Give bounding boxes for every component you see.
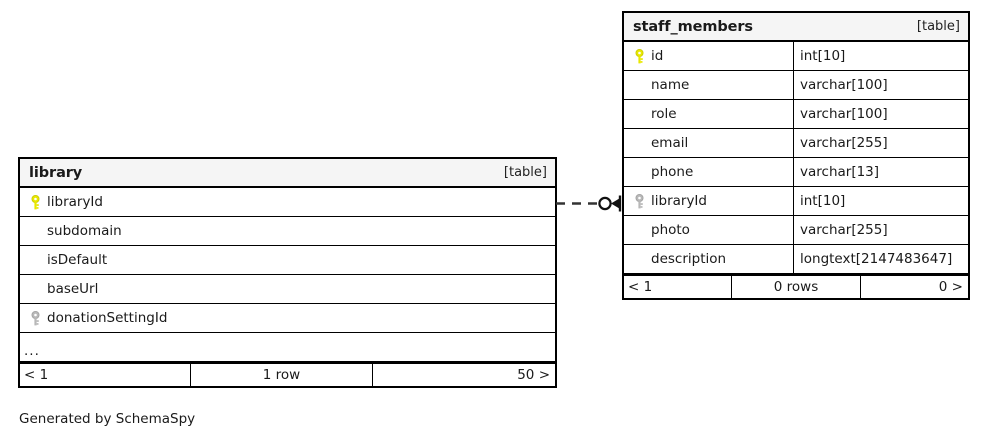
column-name-cell: subdomain bbox=[20, 217, 555, 245]
column-type-label: varchar[100] bbox=[793, 100, 968, 128]
table-staff-members-footer: < 1 0 rows 0 > bbox=[624, 274, 968, 298]
column-name-cell: role bbox=[624, 100, 793, 128]
library-prev-button[interactable]: < 1 bbox=[24, 367, 49, 383]
column-row-library-baseurl[interactable]: baseUrl bbox=[20, 275, 555, 304]
column-row-library-libraryid[interactable]: libraryId bbox=[20, 188, 555, 217]
column-row-staff-libraryid[interactable]: libraryId int[10] bbox=[624, 187, 968, 216]
column-row-library-isdefault[interactable]: isDefault bbox=[20, 246, 555, 275]
primary-key-icon bbox=[25, 188, 45, 216]
table-library-type-label: [table] bbox=[503, 165, 547, 180]
more-columns-label: ... bbox=[24, 343, 40, 359]
column-name-cell: donationSettingId bbox=[20, 304, 555, 332]
no-key-icon bbox=[25, 246, 45, 274]
column-label: phone bbox=[651, 164, 694, 180]
column-name-cell: isDefault bbox=[20, 246, 555, 274]
table-staff-members-title: staff_members bbox=[633, 18, 753, 35]
column-name-cell: name bbox=[624, 71, 793, 99]
column-label: donationSettingId bbox=[47, 310, 168, 326]
no-key-icon bbox=[629, 129, 649, 157]
column-row-staff-id[interactable]: id int[10] bbox=[624, 42, 968, 71]
column-row-staff-name[interactable]: name varchar[100] bbox=[624, 71, 968, 100]
column-type-label: varchar[100] bbox=[793, 71, 968, 99]
column-label: photo bbox=[651, 222, 690, 238]
staff-members-next-button[interactable]: 0 > bbox=[938, 279, 963, 295]
column-name-cell: baseUrl bbox=[20, 275, 555, 303]
primary-key-icon bbox=[629, 42, 649, 70]
more-columns-indicator[interactable]: ... bbox=[20, 333, 555, 362]
column-type-label: varchar[255] bbox=[793, 216, 968, 244]
foreign-key-icon bbox=[629, 187, 649, 215]
column-label: subdomain bbox=[47, 223, 122, 239]
column-name-cell: description bbox=[624, 245, 793, 273]
table-library-footer: < 1 1 row 50 > bbox=[20, 362, 555, 386]
no-key-icon bbox=[629, 158, 649, 186]
column-type-label: int[10] bbox=[793, 187, 968, 215]
library-next-button[interactable]: 50 > bbox=[517, 367, 550, 383]
column-name-cell: phone bbox=[624, 158, 793, 186]
more-columns-label-cell: ... bbox=[20, 333, 555, 361]
staff-members-prev-button[interactable]: < 1 bbox=[628, 279, 653, 295]
column-label: role bbox=[651, 106, 677, 122]
column-row-staff-email[interactable]: email varchar[255] bbox=[624, 129, 968, 158]
column-label: name bbox=[651, 77, 690, 93]
table-staff-members-header: staff_members [table] bbox=[624, 13, 968, 42]
column-row-staff-role[interactable]: role varchar[100] bbox=[624, 100, 968, 129]
table-staff-members[interactable]: staff_members [table] id int[10] name va… bbox=[622, 11, 970, 300]
column-label: isDefault bbox=[47, 252, 108, 268]
column-type-label: int[10] bbox=[793, 42, 968, 70]
column-row-library-donationsettingid[interactable]: donationSettingId bbox=[20, 304, 555, 333]
column-type-label: varchar[255] bbox=[793, 129, 968, 157]
staff-members-row-count: 0 rows bbox=[731, 276, 861, 298]
column-label: libraryId bbox=[47, 194, 103, 210]
no-key-icon bbox=[629, 71, 649, 99]
foreign-key-icon bbox=[25, 304, 45, 332]
column-name-cell: email bbox=[624, 129, 793, 157]
column-label: libraryId bbox=[651, 193, 707, 209]
column-row-staff-photo[interactable]: photo varchar[255] bbox=[624, 216, 968, 245]
column-name-cell: id bbox=[624, 42, 793, 70]
column-row-staff-description[interactable]: description longtext[2147483647] bbox=[624, 245, 968, 274]
column-type-label: longtext[2147483647] bbox=[793, 245, 968, 273]
column-name-cell: libraryId bbox=[624, 187, 793, 215]
table-staff-members-type-label: [table] bbox=[916, 19, 960, 34]
column-label: email bbox=[651, 135, 689, 151]
column-row-library-subdomain[interactable]: subdomain bbox=[20, 217, 555, 246]
library-row-count: 1 row bbox=[190, 364, 373, 386]
table-library[interactable]: library [table] libraryId subdomain bbox=[18, 157, 557, 388]
column-type-label: varchar[13] bbox=[793, 158, 968, 186]
column-label: id bbox=[651, 48, 664, 64]
table-library-header: library [table] bbox=[20, 159, 555, 188]
generated-by-label: Generated by SchemaSpy bbox=[19, 411, 196, 427]
no-key-icon bbox=[25, 217, 45, 245]
relationship-library-staff-members[interactable] bbox=[554, 190, 626, 218]
no-key-icon bbox=[25, 275, 45, 303]
column-row-staff-phone[interactable]: phone varchar[13] bbox=[624, 158, 968, 187]
column-name-cell: libraryId bbox=[20, 188, 555, 216]
no-key-icon bbox=[629, 216, 649, 244]
column-name-cell: photo bbox=[624, 216, 793, 244]
table-library-title: library bbox=[29, 164, 83, 181]
column-label: baseUrl bbox=[47, 281, 99, 297]
no-key-icon bbox=[629, 245, 649, 273]
no-key-icon bbox=[629, 100, 649, 128]
column-label: description bbox=[651, 251, 727, 267]
